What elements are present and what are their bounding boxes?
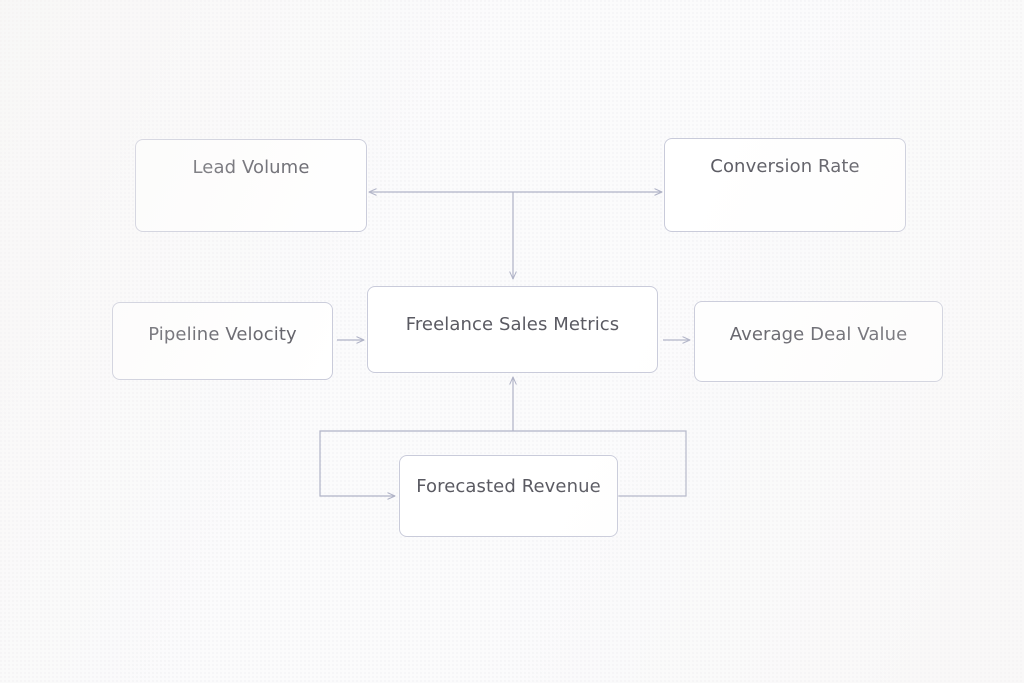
node-label: Pipeline Velocity: [148, 324, 297, 345]
node-label: Average Deal Value: [729, 324, 908, 345]
node-forecasted-revenue[interactable]: Forecasted Revenue: [399, 455, 618, 537]
node-pipeline-velocity[interactable]: Pipeline Velocity: [112, 302, 333, 380]
node-label: Lead Volume: [192, 157, 310, 178]
node-label: Conversion Rate: [710, 156, 860, 177]
node-label: Forecasted Revenue: [416, 476, 601, 497]
node-average-deal-value[interactable]: Average Deal Value: [694, 301, 943, 382]
node-sales-metrics[interactable]: Freelance Sales Metrics: [367, 286, 658, 373]
node-lead-volume[interactable]: Lead Volume: [135, 139, 367, 232]
node-conversion-rate[interactable]: Conversion Rate: [664, 138, 906, 232]
node-label: Freelance Sales Metrics: [405, 314, 620, 335]
